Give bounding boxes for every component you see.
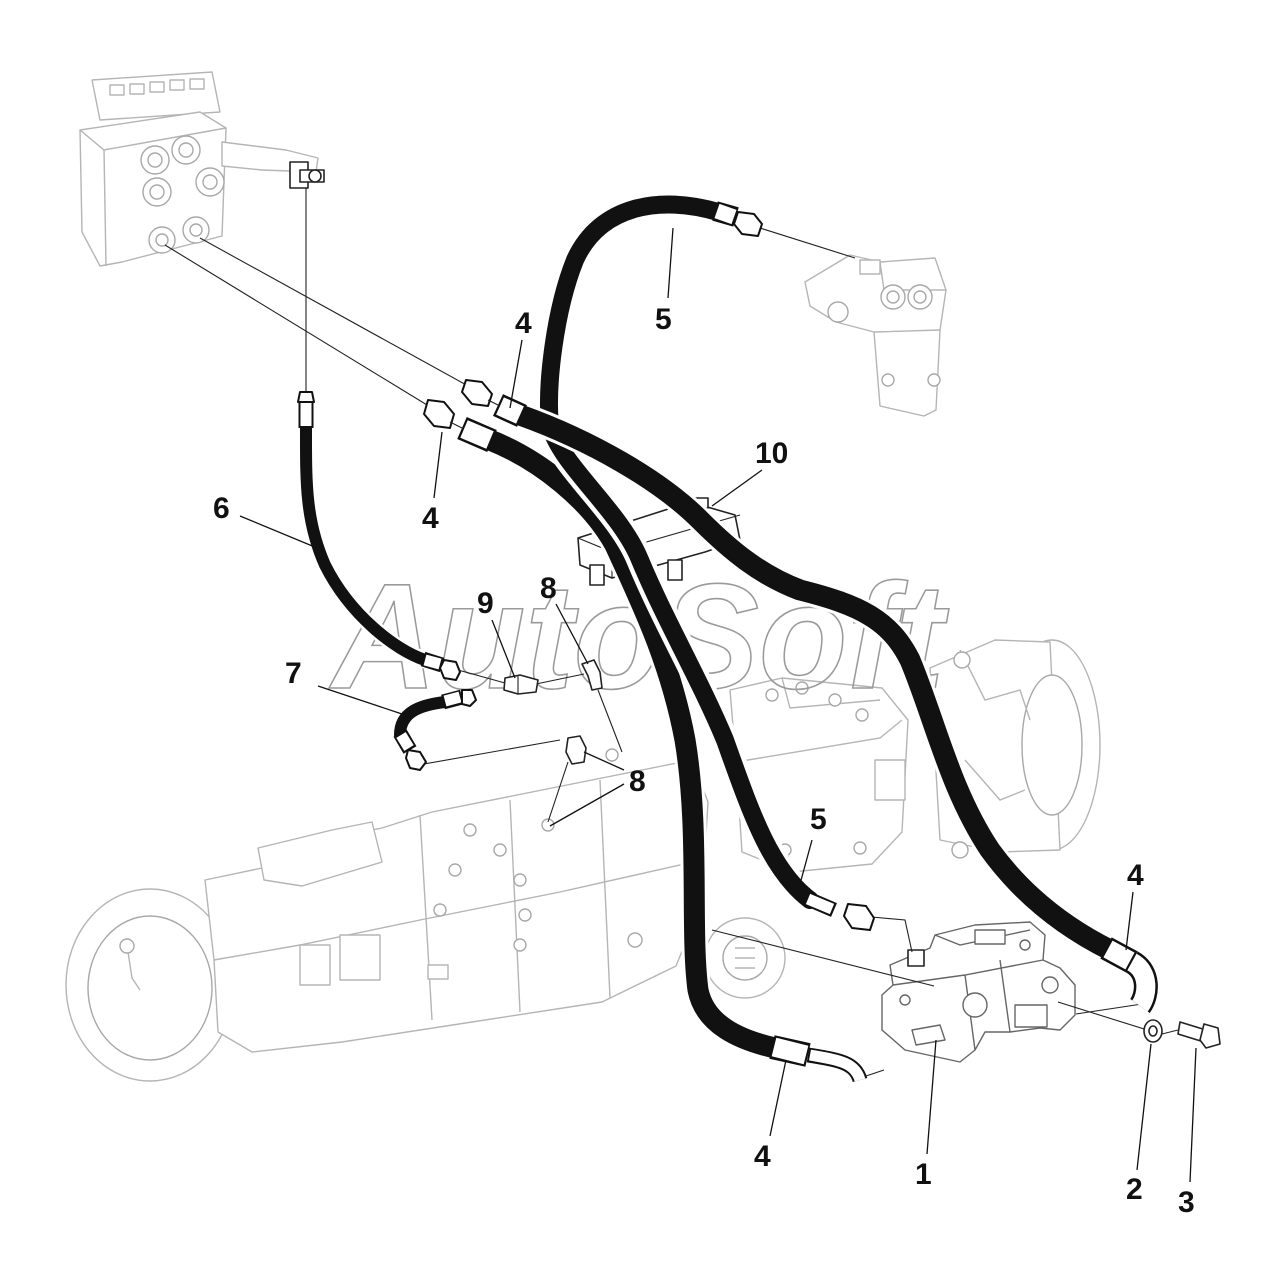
washer [1143, 1019, 1163, 1043]
callout-hose-5-top: 5 [655, 303, 672, 336]
callout-hose-4-upper: 4 [515, 307, 532, 340]
callout-hose-4-lower: 4 [422, 502, 439, 535]
tee-fitting [289, 161, 325, 189]
hose-7-fittings [393, 689, 477, 771]
hose-6-bottom-fitting [420, 651, 461, 681]
output-flange [704, 917, 786, 999]
transmission-housing [65, 639, 1101, 1082]
hose-4-bottom-elbow [769, 1035, 868, 1083]
hose-5 [535, 190, 824, 914]
callout-hose-6: 6 [213, 492, 230, 525]
hose-5-top-fitting [712, 201, 763, 237]
hose-4-upper-left-fitting [461, 379, 527, 427]
callout-hose-4-right: 4 [1127, 859, 1144, 892]
hydraulic-pump [881, 921, 1076, 1063]
callout-union-fitting: 9 [477, 587, 494, 620]
union-fitting [503, 674, 539, 695]
callout-hose-7: 7 [285, 657, 302, 690]
elbow-fitting-lower [565, 735, 587, 765]
callout-hose-5-bottom: 5 [810, 803, 827, 836]
hose-4-upper [506, 401, 1124, 964]
hose-5-bottom-fitting [803, 891, 875, 931]
hose-6-top-fitting [297, 391, 315, 428]
valve-block-right [804, 254, 947, 417]
hose-6 [297, 416, 434, 669]
callout-pump: 1 [915, 1158, 932, 1191]
hose-7 [391, 693, 454, 744]
hose-4-lower-left-fitting [423, 399, 497, 453]
hose-4-right-elbow [1100, 937, 1158, 1014]
assembly-lines [164, 188, 1179, 1077]
elbow-fitting-upper [581, 659, 603, 691]
leader-lines [239, 227, 1197, 1183]
hydraulic-distributor-block [79, 71, 319, 267]
callout-clamp: 10 [755, 437, 788, 470]
callout-hose-4-bottom: 4 [754, 1140, 771, 1173]
callout-bolt: 3 [1178, 1186, 1195, 1219]
hose-4-lower [476, 426, 789, 1062]
callout-elbow-upper: 8 [540, 572, 557, 605]
callouts: 4 5 10 6 4 9 8 7 8 5 4 4 1 2 3 [213, 303, 1195, 1219]
bolt [1177, 1021, 1221, 1049]
callout-washer: 2 [1126, 1173, 1143, 1206]
pump-inlet-fitting [907, 949, 925, 967]
callout-elbow-lower: 8 [629, 765, 646, 798]
